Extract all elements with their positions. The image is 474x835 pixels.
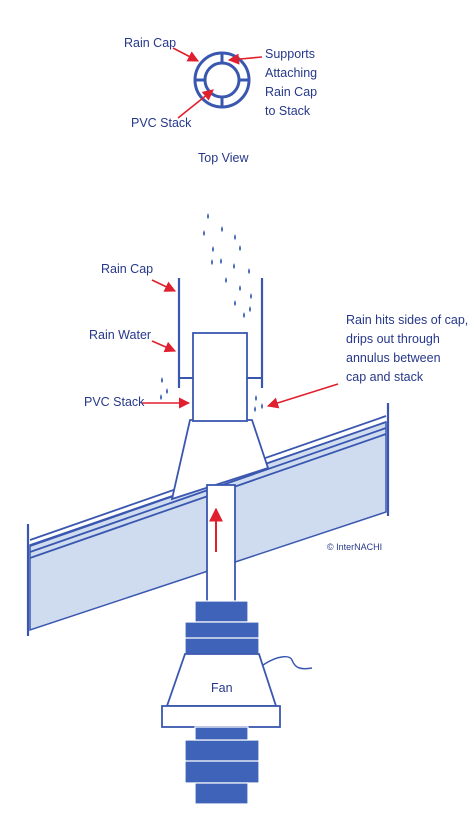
- fan-lower-mount: [194, 726, 249, 741]
- side-rain-cap-label: Rain Cap: [101, 262, 153, 276]
- annulus-label-line2: drips out through: [346, 332, 440, 346]
- rain-water-arrow: [151, 340, 177, 353]
- top-rain-cap-label: Rain Cap: [124, 36, 176, 50]
- supports-label-line1: Supports: [265, 47, 315, 61]
- annulus-label-line4: cap and stack: [346, 370, 424, 384]
- fan-assembly: [161, 600, 313, 805]
- supports-label-line2: Attaching: [265, 66, 317, 80]
- supports-label-line4: to Stack: [265, 104, 311, 118]
- annulus-drips: [160, 377, 263, 412]
- fan-upper-coupling: [194, 600, 249, 623]
- annulus-arrow: [266, 383, 339, 409]
- fan-lower-coupling: [194, 782, 249, 805]
- copyright-label: © InterNACHI: [327, 542, 382, 552]
- annulus-label-line1: Rain hits sides of cap,: [346, 313, 468, 327]
- pvc-stack: [192, 332, 248, 422]
- fan-label: Fan: [211, 681, 233, 695]
- top-view-caption: Top View: [198, 151, 249, 165]
- fan-power-cord: [262, 655, 313, 670]
- fan-housing: [165, 653, 278, 707]
- supports-arrow: [227, 53, 263, 65]
- pvc-pipe-lower: [206, 484, 236, 603]
- rain-drops: [203, 213, 252, 318]
- top-pvc-stack-label: PVC Stack: [131, 116, 192, 130]
- side-pvc-stack-label: PVC Stack: [84, 395, 145, 409]
- side-view: Rain Cap Rain Water PVC Stack Rain hits …: [26, 213, 468, 805]
- rain-cap-side-arrow: [151, 279, 177, 292]
- top-view: Rain Cap PVC Stack Supports Attaching Ra…: [124, 36, 317, 165]
- annulus-label-line3: annulus between: [346, 351, 441, 365]
- rain-water-label: Rain Water: [89, 328, 151, 342]
- pvc-stack-top-arrow: [177, 89, 214, 119]
- supports-label-line3: Rain Cap: [265, 85, 317, 99]
- fan-base: [161, 705, 281, 728]
- rain-cap-top-arrow: [172, 47, 199, 62]
